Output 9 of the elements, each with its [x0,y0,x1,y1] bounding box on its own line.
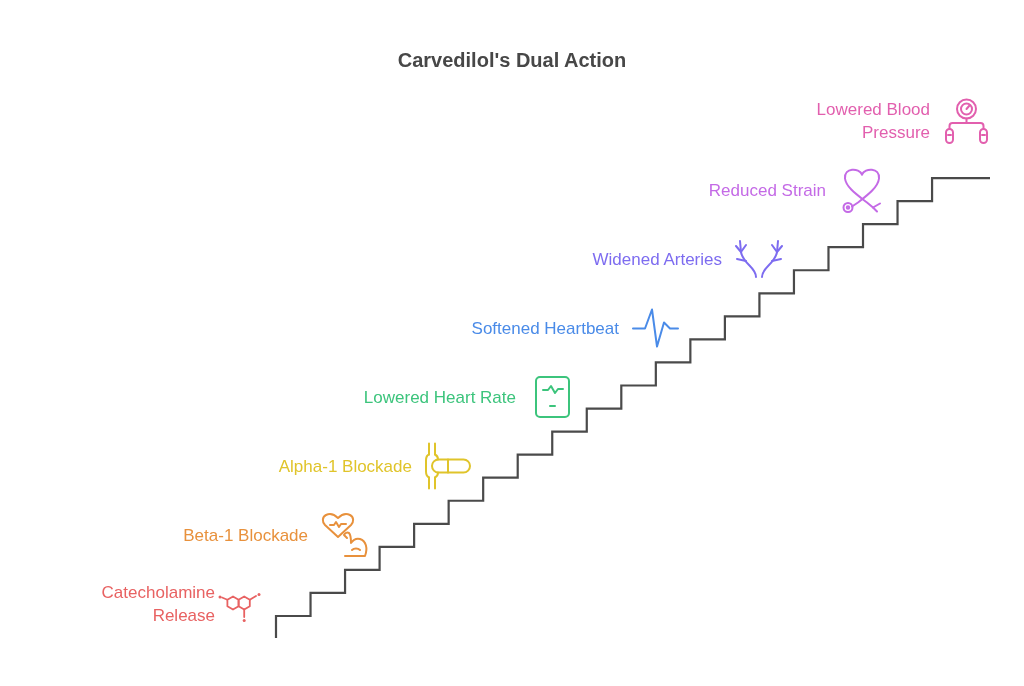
step-label: Lowered Heart Rate [363,386,516,409]
diagram-title: Carvedilol's Dual Action [397,48,627,73]
step-label: Softened Heartbeat [471,317,619,340]
step-label: Alpha-1 Blockade [278,455,412,478]
step-label: Catecholamine Release [100,582,215,627]
step-label: Beta-1 Blockade [183,524,308,547]
step-label: Reduced Strain [708,179,826,202]
step-label: Widened Arteries [592,248,722,271]
step-label: Lowered Blood Pressure [815,99,930,144]
